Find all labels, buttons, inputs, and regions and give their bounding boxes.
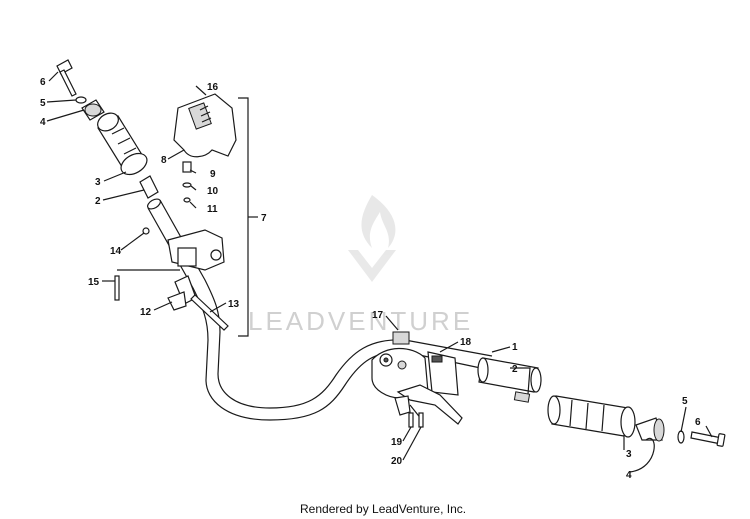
callout-10: 10 — [207, 186, 219, 197]
callout-20: 20 — [391, 456, 403, 467]
callout-16: 16 — [207, 82, 219, 93]
callout-6-left: 6 — [40, 77, 46, 88]
callout-2-left: 2 — [95, 196, 101, 207]
callout-4-right: 4 — [626, 470, 632, 481]
footer-credit: Rendered by LeadVenture, Inc. — [300, 502, 466, 516]
right-grip — [547, 395, 636, 438]
callout-17: 17 — [372, 310, 384, 321]
callout-6-right: 6 — [695, 417, 701, 428]
callout-11: 11 — [207, 204, 218, 215]
callout-3-left: 3 — [95, 177, 101, 188]
callout-1: 1 — [512, 342, 518, 353]
callout-7: 7 — [261, 213, 267, 224]
bracket-7 — [238, 97, 249, 337]
callout-5-left: 5 — [40, 98, 46, 109]
right-controls — [371, 331, 463, 428]
watermark-logo — [348, 195, 396, 282]
callout-14: 14 — [110, 246, 122, 257]
callout-15: 15 — [88, 277, 100, 288]
callout-8: 8 — [161, 155, 167, 166]
right-bar-end-weight — [635, 417, 726, 447]
callout-18: 18 — [460, 337, 472, 348]
callout-12: 12 — [140, 307, 152, 318]
callout-3-right: 3 — [626, 449, 632, 460]
callout-2-right: 2 — [512, 364, 518, 375]
callout-4-left: 4 — [40, 117, 46, 128]
watermark-text: LEADVENTURE — [248, 306, 473, 336]
callout-13: 13 — [228, 299, 240, 310]
callouts: 6 5 4 3 2 8 16 9 10 11 7 14 15 12 13 17 … — [40, 77, 701, 481]
callout-19: 19 — [391, 437, 403, 448]
right-bar-end — [477, 357, 542, 403]
left-switch-housing — [173, 93, 237, 203]
leader-lines — [46, 71, 713, 473]
left-grip-assembly — [56, 59, 159, 199]
callout-9: 9 — [210, 169, 216, 180]
left-clamp-assembly — [114, 227, 229, 331]
callout-5-right: 5 — [682, 396, 688, 407]
